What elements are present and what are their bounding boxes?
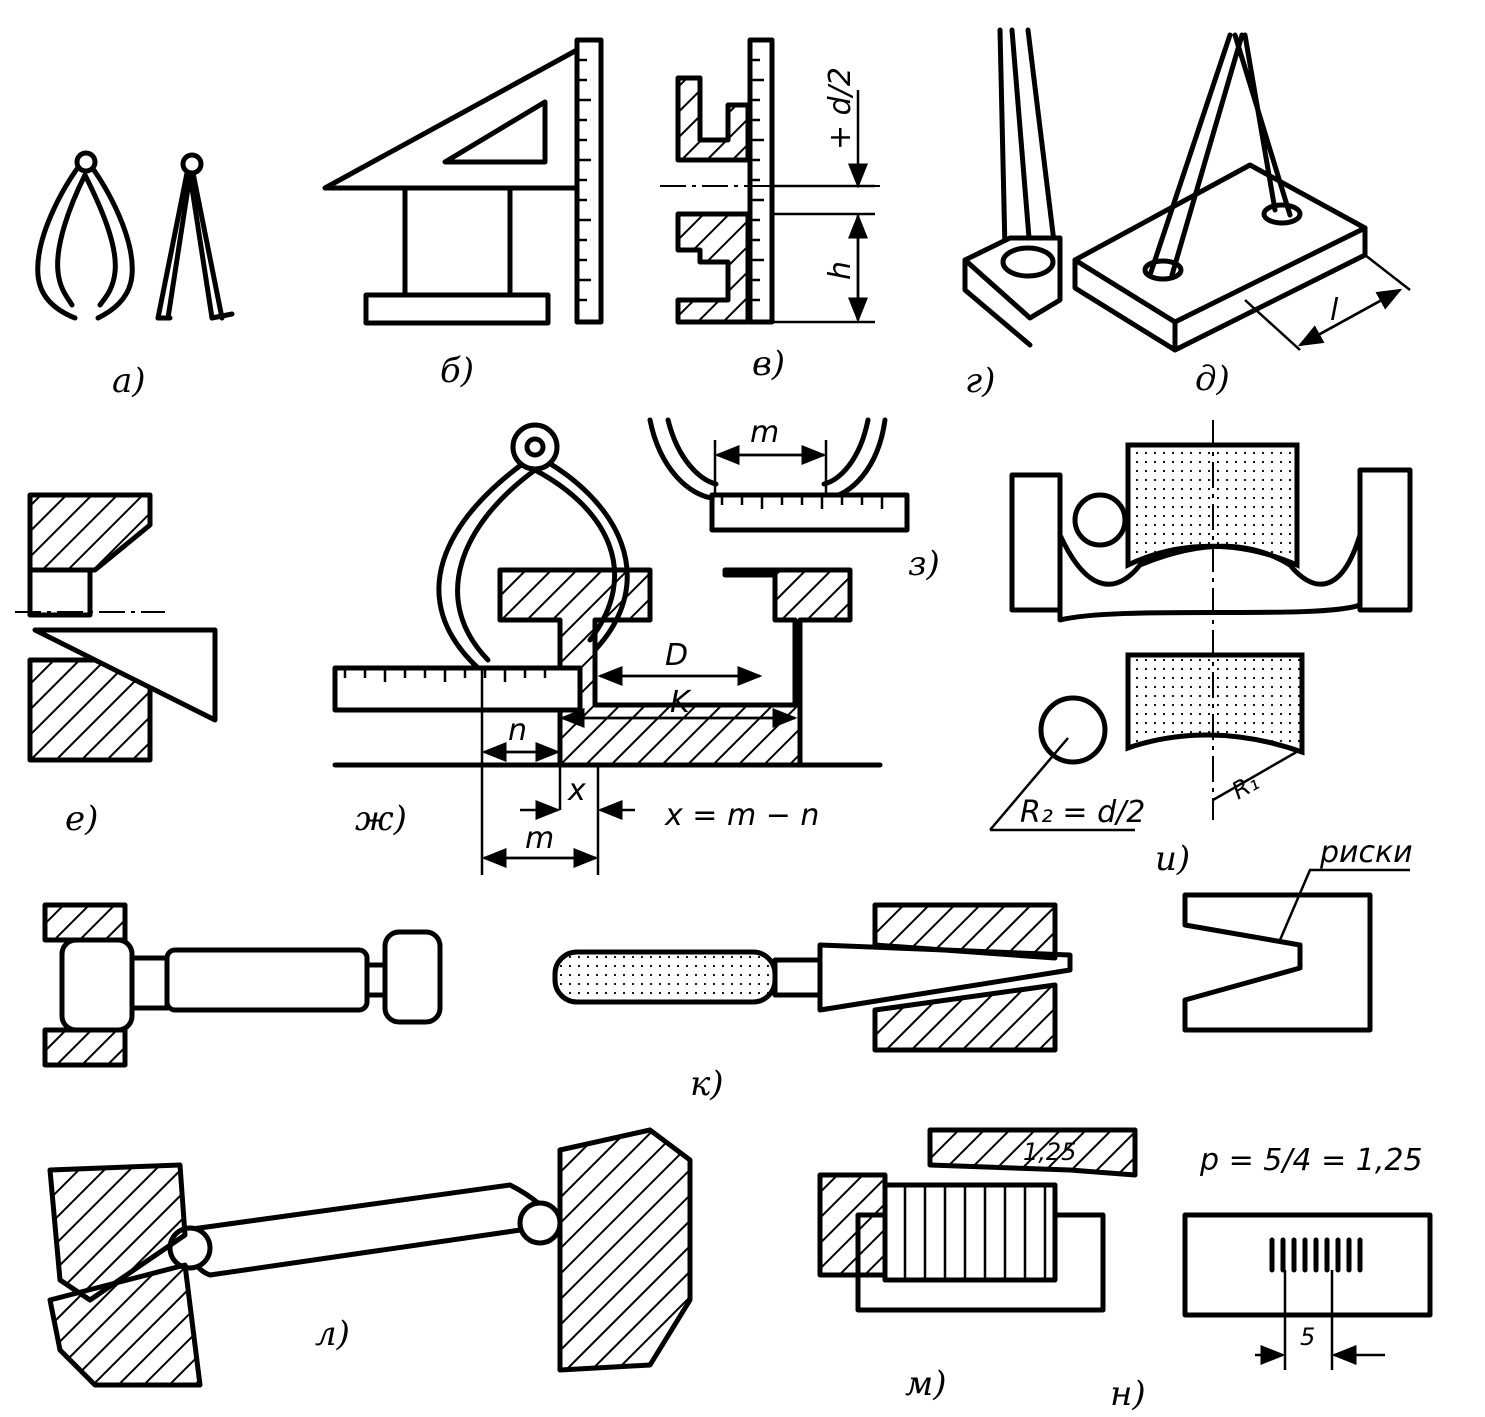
dim-m-top: m — [750, 415, 779, 450]
label-zh: ж) — [355, 799, 407, 839]
dim-D: D — [665, 638, 688, 673]
dim-m-bottom: m — [525, 821, 554, 856]
panel-n-pitch: p = 5/4 = 1,25 5 н) — [1110, 1143, 1433, 1414]
panel-l-thread-gauge: л) — [47, 1127, 693, 1388]
dim-h: h — [823, 261, 858, 280]
dim-K: K — [670, 685, 692, 720]
pitch-value: 1,25 — [1023, 1138, 1076, 1166]
panel-zh-tsection: D K n x m x = m − n ж) — [332, 422, 883, 875]
formula-x: x = m − n — [664, 798, 819, 833]
label-z: з) — [908, 544, 940, 584]
panel-b-square-ruler: б) — [322, 37, 604, 391]
label-v: в) — [752, 344, 785, 384]
dim-x: x — [567, 773, 586, 808]
panel-e-taper: е) — [15, 492, 218, 839]
label-n: н) — [1110, 1374, 1146, 1414]
dim-d-half: + d/2 — [823, 67, 858, 150]
dim-n: n — [508, 713, 527, 748]
label-a: а) — [112, 361, 146, 401]
panel-a-calipers: а) — [35, 150, 235, 401]
label-d: д) — [1195, 359, 1230, 399]
panel-v-section: + d/2 h в) — [660, 37, 880, 384]
pitch-formula: p = 5/4 = 1,25 — [1199, 1143, 1423, 1178]
riski-label: риски — [1319, 835, 1413, 870]
label-l: л) — [315, 1314, 350, 1354]
panel-z-jaws: m з) — [647, 415, 940, 584]
label-k: к) — [690, 1064, 724, 1104]
panel-m-thread: 1,25 м) — [817, 1127, 1138, 1404]
label-m: м) — [905, 1364, 946, 1404]
panel-k-bore-gauges: риски к) — [42, 835, 1413, 1104]
label-b: б) — [440, 351, 474, 391]
dim-l: l — [1330, 293, 1339, 328]
panel-d-calipers-plate: l д) — [1072, 32, 1411, 399]
label-g: г) — [965, 361, 995, 401]
dim-five: 5 — [1300, 1323, 1315, 1351]
panel-i-radius: R₂ = d/2 R₁ и) — [989, 420, 1413, 879]
label-e: е) — [65, 799, 98, 839]
label-i: и) — [1155, 839, 1190, 879]
panel-g-calipers-block: г) — [962, 27, 1063, 401]
dim-R2: R₂ = d/2 — [1020, 795, 1145, 830]
